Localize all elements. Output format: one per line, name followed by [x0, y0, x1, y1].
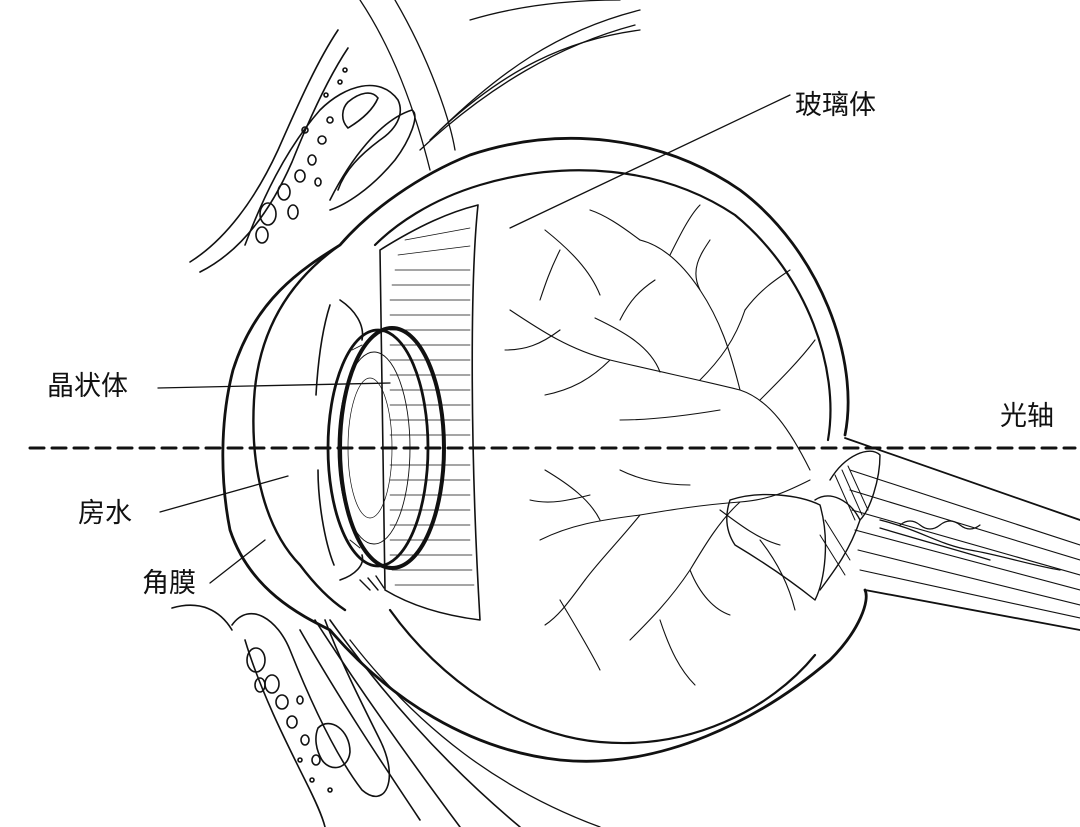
leader-lens	[158, 383, 390, 388]
label-optical-axis: 光轴	[1000, 403, 1054, 430]
label-vitreous: 玻璃体	[795, 92, 876, 119]
optic-nerve	[845, 438, 1080, 630]
retinal-vessels	[505, 205, 815, 685]
sclera-outer	[223, 138, 866, 761]
lens	[328, 328, 444, 590]
label-cornea: 角膜	[142, 570, 196, 597]
upper-eyelid	[190, 0, 640, 272]
label-aqueous-humor: 房水	[78, 500, 132, 527]
optic-disc	[815, 451, 880, 590]
lower-eyelid	[172, 605, 600, 827]
retina-lower-wall	[390, 610, 815, 743]
vitreous-fold	[727, 495, 826, 600]
label-lens: 晶状体	[47, 373, 128, 400]
leader-vitreous	[510, 95, 790, 228]
sclera-inner	[375, 170, 830, 440]
